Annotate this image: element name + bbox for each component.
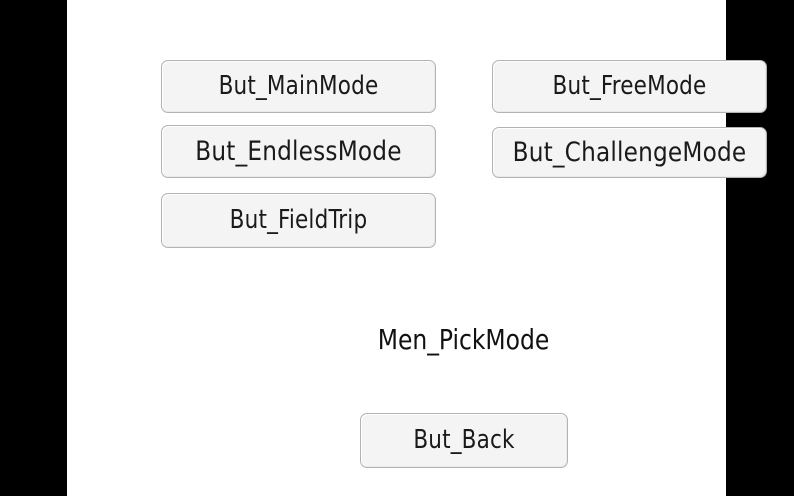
endless-mode-button[interactable]: But_EndlessMode [161,125,436,178]
menu-title: Men_PickMode [377,323,550,356]
challenge-mode-button-label: But_ChallengeMode [512,136,747,168]
main-mode-button[interactable]: But_MainMode [161,60,436,113]
field-trip-button-label: But_FieldTrip [229,205,368,236]
back-button[interactable]: But_Back [360,413,568,468]
challenge-mode-button[interactable]: But_ChallengeMode [492,127,767,178]
free-mode-button-label: But_FreeMode [552,71,707,102]
field-trip-button[interactable]: But_FieldTrip [161,193,436,248]
free-mode-button[interactable]: But_FreeMode [492,60,767,113]
stage-area: But_MainMode But_EndlessMode But_FieldTr… [67,0,767,496]
main-mode-button-label: But_MainMode [218,71,379,102]
endless-mode-button-label: But_EndlessMode [195,135,402,167]
back-button-label: But_Back [413,425,515,456]
pillarbox-left [0,0,67,496]
